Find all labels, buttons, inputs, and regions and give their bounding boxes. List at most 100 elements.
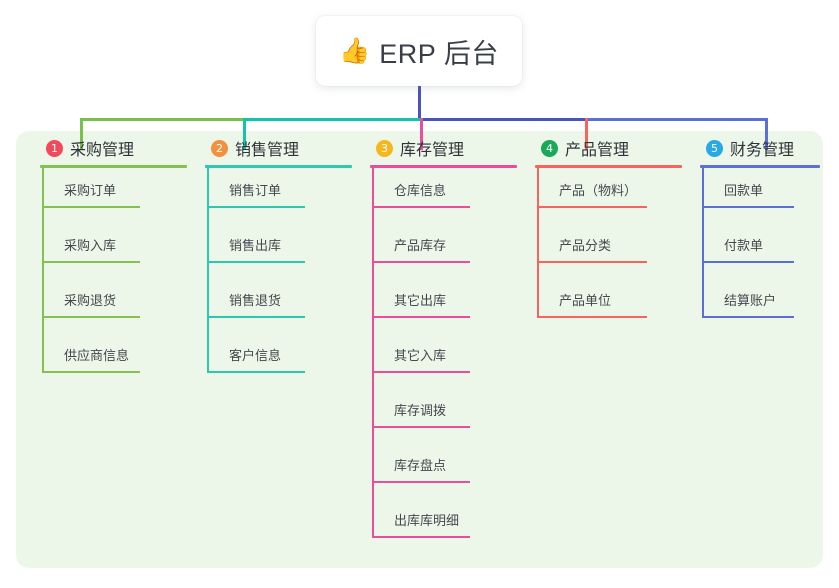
leaf-label: 采购入库 (64, 238, 117, 253)
leaf-item[interactable]: 客户信息 (207, 348, 305, 373)
branch-spine (372, 168, 374, 538)
branch-header-4[interactable]: 4 产品管理 (535, 131, 682, 165)
leaf-item[interactable]: 其它出库 (372, 293, 470, 318)
branch-drop-connector-2 (243, 118, 246, 150)
branch-title: 库存管理 (400, 142, 465, 159)
leaf-label: 销售出库 (229, 238, 282, 253)
branch-title: 采购管理 (70, 142, 135, 159)
leaf-underline (702, 316, 794, 318)
leaf-underline (537, 261, 647, 263)
leaf-label: 付款单 (724, 238, 764, 253)
leaf-label: 产品分类 (559, 238, 612, 253)
leaf-underline (207, 261, 305, 263)
leaf-underline (702, 261, 794, 263)
leaf-underline (42, 261, 140, 263)
leaf-item[interactable]: 结算账户 (702, 293, 794, 318)
leaf-item[interactable]: 销售订单 (207, 183, 305, 208)
leaf-item[interactable]: 仓库信息 (372, 183, 470, 208)
branch-number-badge: 2 (211, 139, 228, 157)
leaf-label: 库存盘点 (394, 458, 447, 473)
branch-column-2: 2 销售管理销售订单销售出库销售退货客户信息 (205, 131, 352, 373)
branch-drop-connector-5 (765, 118, 768, 150)
leaf-underline (207, 316, 305, 318)
leaf-label: 回款单 (724, 183, 764, 198)
leaf-label: 客户信息 (229, 348, 282, 363)
thumbs-up-icon: 👍 (339, 36, 371, 65)
leaf-item[interactable]: 出库库明细 (372, 513, 470, 538)
leaf-underline (702, 206, 794, 208)
leaf-underline (372, 426, 470, 428)
leaf-underline (42, 316, 140, 318)
leaf-label: 采购退货 (64, 293, 117, 308)
branch-header-2[interactable]: 2 销售管理 (205, 131, 352, 165)
leaf-underline (372, 261, 470, 263)
branch-spine (42, 168, 44, 373)
leaf-item[interactable]: 回款单 (702, 183, 794, 208)
branch-title: 销售管理 (235, 142, 300, 159)
leaf-label: 产品库存 (394, 238, 447, 253)
connector-bar-segment-3 (420, 118, 585, 121)
leaf-underline (537, 206, 647, 208)
leaf-label: 采购订单 (64, 183, 117, 198)
connector-bar-segment-2 (243, 118, 420, 121)
leaf-underline (537, 316, 647, 318)
branch-title: 财务管理 (730, 142, 795, 159)
leaf-label: 产品（物料） (559, 183, 638, 198)
branch-column-4: 4 产品管理产品（物料） 产品分类产品单位 (535, 131, 682, 318)
branch-drop-connector-3 (420, 118, 423, 150)
leaf-item[interactable]: 其它入库 (372, 348, 470, 373)
leaf-item[interactable]: 产品单位 (537, 293, 647, 318)
branches-panel (16, 131, 823, 568)
leaf-label: 其它入库 (394, 348, 447, 363)
leaf-item[interactable]: 采购订单 (42, 183, 140, 208)
branch-title-underline (535, 165, 682, 168)
branch-header-5[interactable]: 5 财务管理 (700, 131, 820, 165)
branch-title-underline (205, 165, 352, 168)
leaf-underline (42, 206, 140, 208)
branch-drop-connector-1 (80, 118, 83, 150)
leaf-item[interactable]: 库存盘点 (372, 458, 470, 483)
leaf-label: 仓库信息 (394, 183, 447, 198)
leaf-item[interactable]: 采购退货 (42, 293, 140, 318)
branch-header-3[interactable]: 3 库存管理 (370, 131, 517, 165)
branch-number-badge: 4 (541, 139, 558, 157)
leaf-item[interactable]: 采购入库 (42, 238, 140, 263)
leaf-label: 销售订单 (229, 183, 282, 198)
leaf-item[interactable]: 产品（物料） (537, 183, 647, 208)
branch-spine (537, 168, 539, 318)
branch-number-badge: 5 (706, 139, 723, 157)
connector-bar-segment-1 (80, 118, 243, 121)
leaf-label: 供应商信息 (64, 348, 130, 363)
root-node-card[interactable]: 👍 ERP 后台 (316, 16, 522, 86)
leaf-underline (207, 371, 305, 373)
branch-title-underline (40, 165, 187, 168)
branch-title: 产品管理 (565, 142, 630, 159)
leaf-label: 结算账户 (724, 293, 777, 308)
connector-bar-segment-4 (585, 118, 765, 121)
leaf-item[interactable]: 产品分类 (537, 238, 647, 263)
leaf-underline (372, 481, 470, 483)
branch-drop-connector-4 (585, 118, 588, 150)
leaf-item[interactable]: 供应商信息 (42, 348, 140, 373)
branch-spine (207, 168, 209, 373)
leaf-underline (372, 316, 470, 318)
root-node-title: ERP 后台 (379, 38, 499, 69)
leaf-item[interactable]: 销售出库 (207, 238, 305, 263)
leaf-item[interactable]: 库存调拨 (372, 403, 470, 428)
leaf-underline (372, 536, 470, 538)
leaf-underline (372, 371, 470, 373)
branch-spine (702, 168, 704, 318)
leaf-label: 其它出库 (394, 293, 447, 308)
leaf-item[interactable]: 产品库存 (372, 238, 470, 263)
leaf-label: 产品单位 (559, 293, 612, 308)
branch-title-underline (700, 165, 820, 168)
branch-number-badge: 3 (376, 139, 393, 157)
leaf-item[interactable]: 销售退货 (207, 293, 305, 318)
branch-column-5: 5 财务管理回款单付款单结算账户 (700, 131, 820, 318)
leaf-item[interactable]: 付款单 (702, 238, 794, 263)
root-stem-connector (418, 84, 421, 121)
